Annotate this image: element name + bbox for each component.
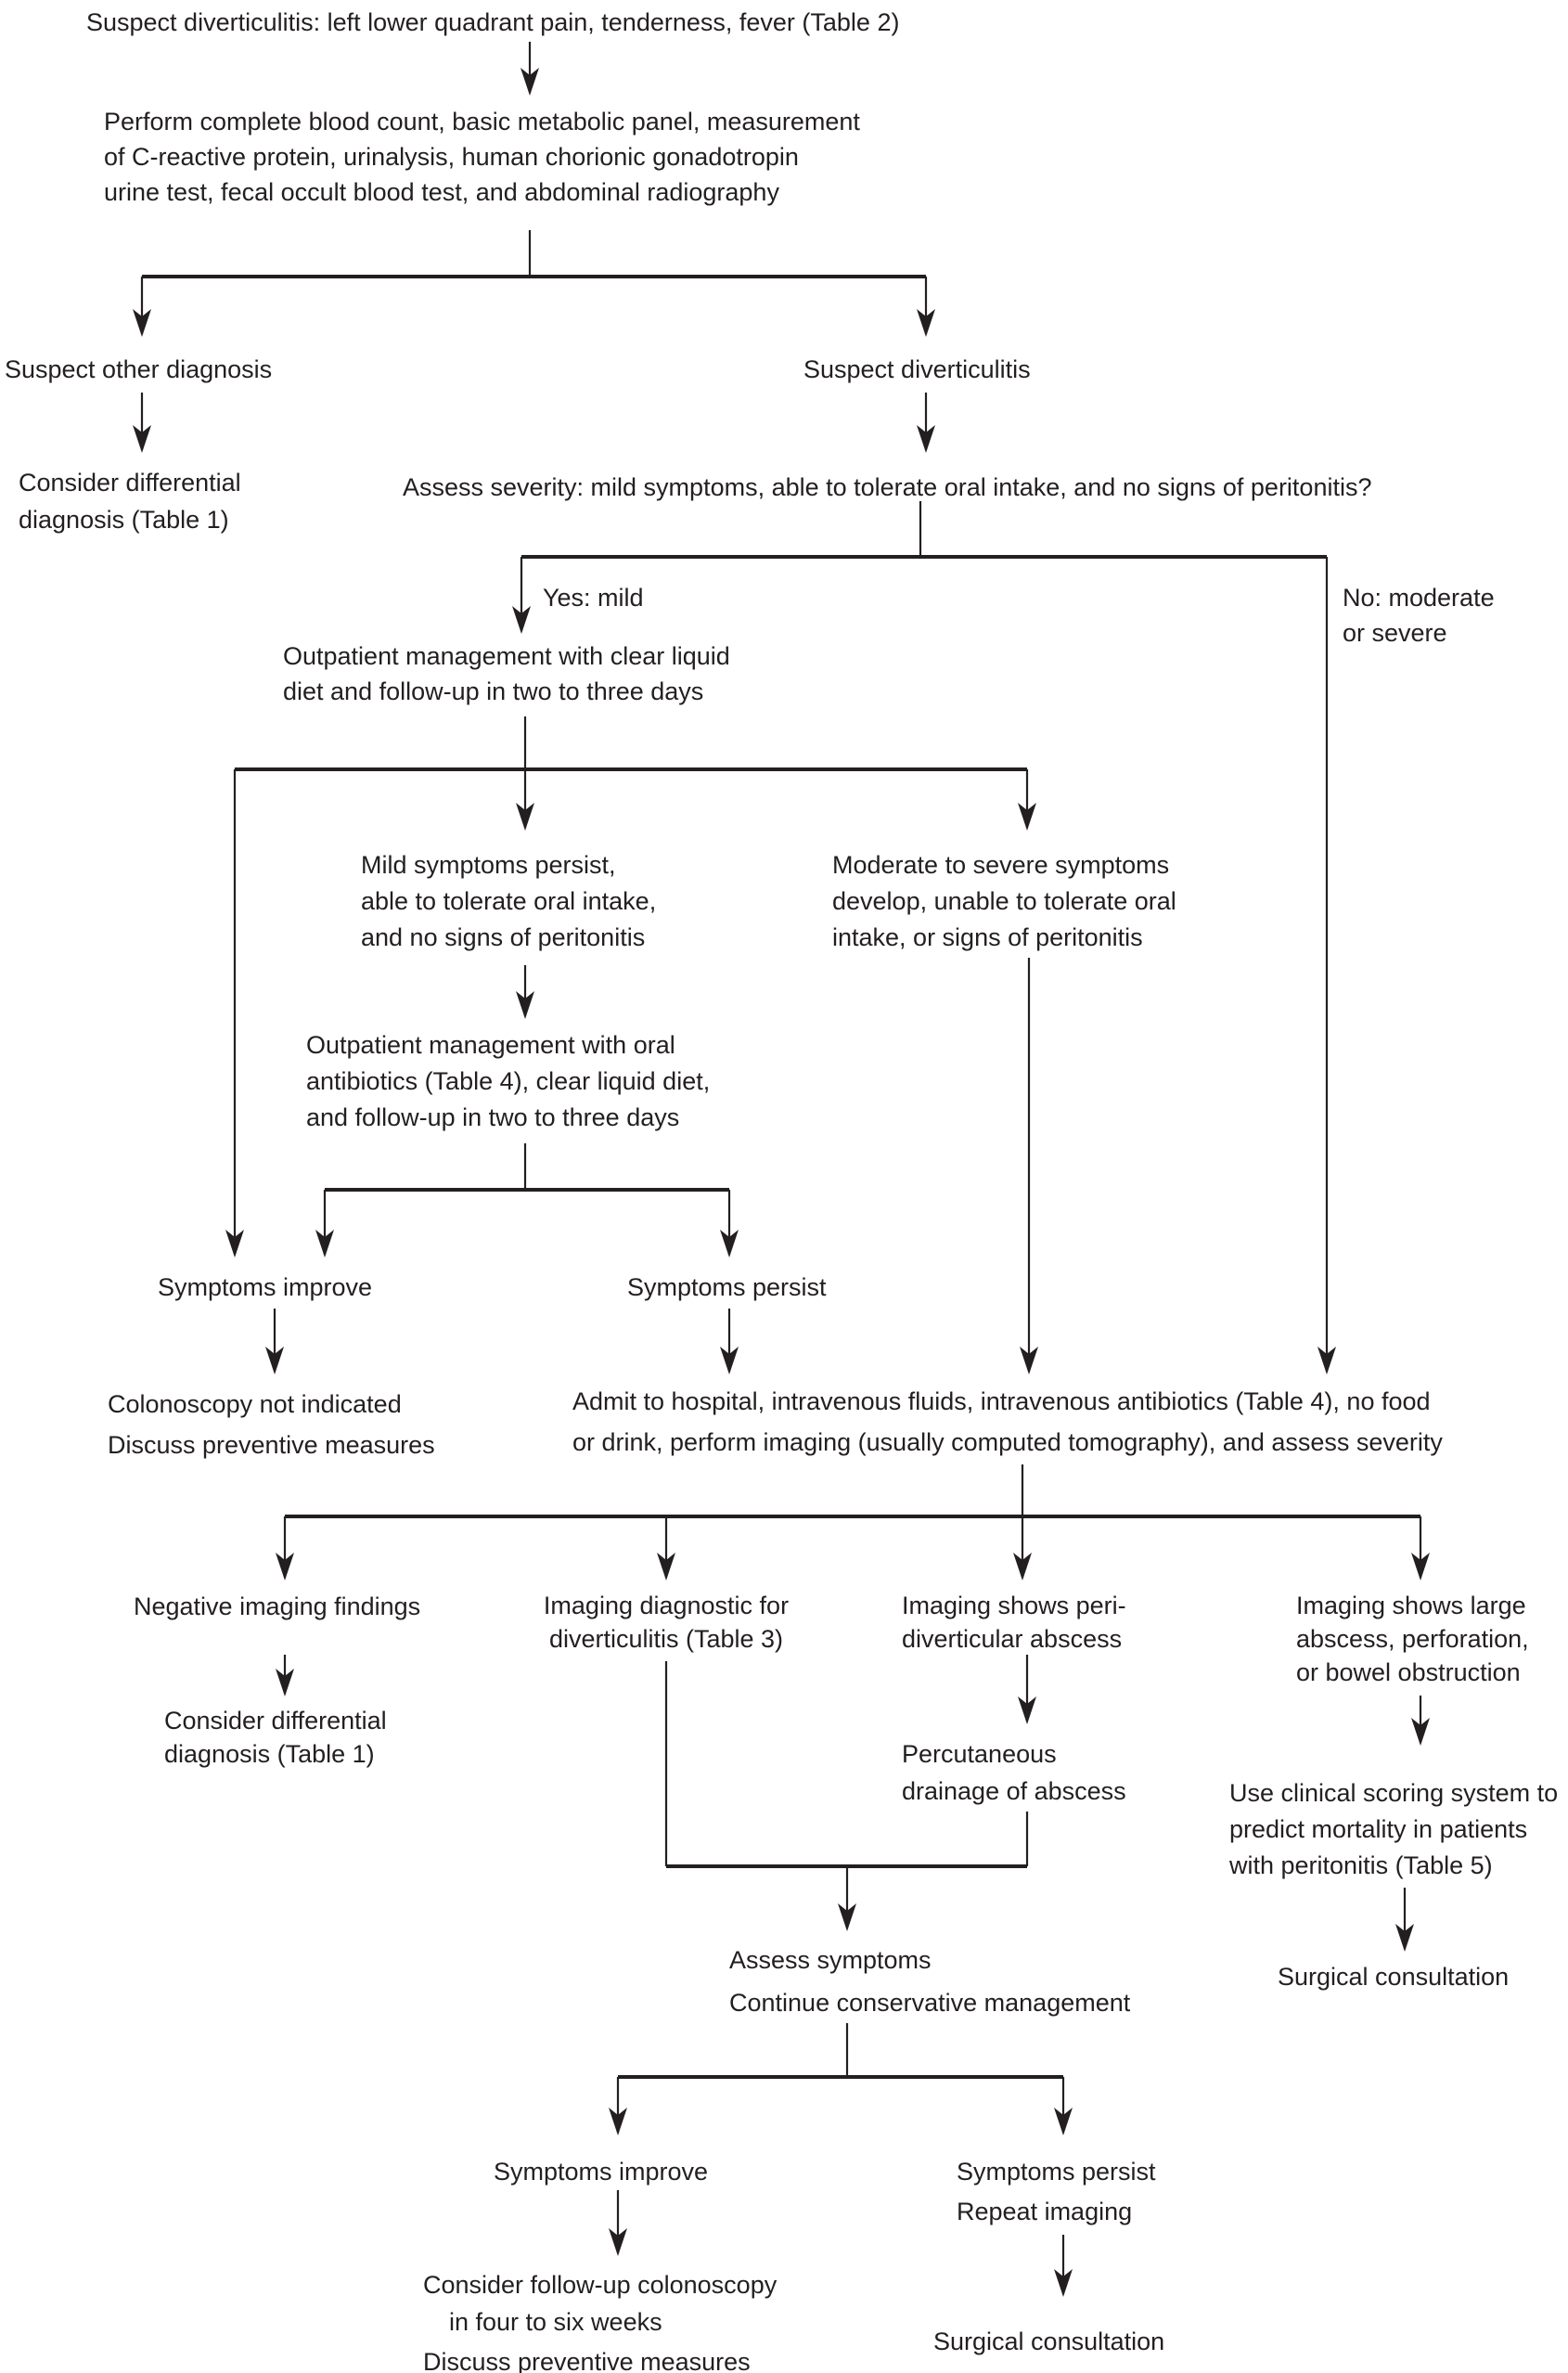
node-yes-mild: Yes: mild	[543, 584, 644, 612]
node-repeat-imaging: Repeat imaging	[957, 2198, 1133, 2225]
node-suspect-initial: Suspect diverticulitis: left lower quadr…	[86, 8, 900, 36]
node-workup: Perform complete blood count, basic meta…	[104, 108, 860, 206]
node-followup-colonoscopy-line2: in four to six weeks	[449, 2308, 662, 2336]
node-negative-imaging-findings: Negative imaging findings	[134, 1593, 421, 1620]
node-discuss-preventive-bottom: Discuss preventive measures	[423, 2348, 751, 2373]
node-symptoms-persist-mid: Symptoms persist	[627, 1273, 827, 1301]
node-colonoscopy-not-indicated: Colonoscopy not indicated	[108, 1390, 402, 1418]
node-followup-colonoscopy-line1: Consider follow-up colonoscopy	[423, 2271, 778, 2299]
node-discuss-preventive-mid: Discuss preventive measures	[108, 1431, 435, 1459]
node-assess-symptoms: Assess symptoms	[729, 1946, 932, 1974]
node-outpatient-clear-liquid: Outpatient management with clear liquid …	[283, 642, 730, 705]
node-surgical-consultation-bottom: Surgical consultation	[933, 2328, 1165, 2355]
node-suspect-other-diagnosis: Suspect other diagnosis	[5, 355, 273, 383]
node-continue-conservative: Continue conservative management	[729, 1989, 1131, 2017]
node-consider-differential-2: Consider differential diagnosis (Table 1…	[164, 1707, 387, 1768]
node-admit-hospital: Admit to hospital, intravenous fluids, i…	[572, 1387, 1443, 1456]
node-symptoms-persist-bottom: Symptoms persist	[957, 2158, 1156, 2186]
node-consider-differential-1: Consider differential diagnosis (Table 1…	[19, 469, 241, 534]
node-percutaneous-drainage: Percutaneous drainage of abscess	[902, 1740, 1126, 1805]
node-surgical-consultation-right: Surgical consultation	[1278, 1963, 1510, 1991]
node-no-moderate-or-severe: No: moderate or severe	[1343, 584, 1495, 647]
node-imaging-peridiverticular-abscess: Imaging shows peri- diverticular abscess	[902, 1592, 1126, 1653]
node-mild-symptoms-persist: Mild symptoms persist, able to tolerate …	[361, 851, 657, 951]
node-assess-severity: Assess severity: mild symptoms, able to …	[403, 473, 1372, 501]
node-outpatient-oral-antibiotics: Outpatient management with oral antibiot…	[306, 1031, 711, 1131]
node-symptoms-improve-bottom: Symptoms improve	[494, 2158, 709, 2186]
node-clinical-scoring-system: Use clinical scoring system to predict m…	[1229, 1779, 1559, 1879]
node-symptoms-improve-mid: Symptoms improve	[158, 1273, 373, 1301]
node-imaging-diagnostic: Imaging diagnostic for diverticulitis (T…	[543, 1592, 790, 1653]
node-imaging-large-abscess: Imaging shows large abscess, perforation…	[1296, 1592, 1529, 1686]
node-moderate-severe-develop: Moderate to severe symptoms develop, una…	[832, 851, 1176, 951]
node-suspect-diverticulitis: Suspect diverticulitis	[803, 355, 1031, 383]
